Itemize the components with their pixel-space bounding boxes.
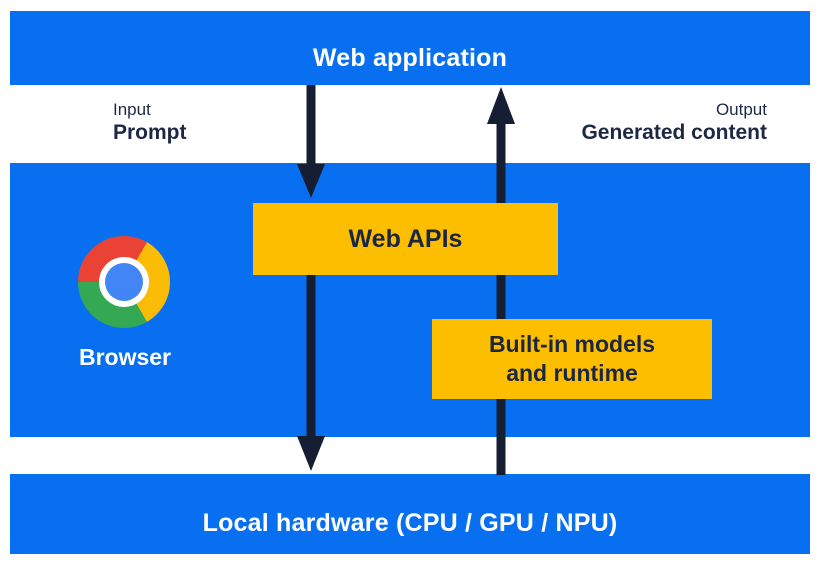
output-flow-arrow bbox=[487, 87, 515, 475]
local-hardware-bar: Local hardware (CPU / GPU / NPU) bbox=[10, 474, 810, 554]
builtin-models-label-line1: Built-in models bbox=[488, 331, 656, 357]
web-application-bar: Web application bbox=[10, 11, 810, 85]
arrow-shaft bbox=[496, 122, 506, 475]
web-application-label: Web application bbox=[312, 44, 508, 72]
output-value: Generated content bbox=[581, 121, 767, 144]
arrow-shaft bbox=[306, 275, 316, 439]
input-title: Input bbox=[113, 100, 151, 119]
web-apis-label: Web APIs bbox=[348, 224, 463, 253]
chrome-icon-hub bbox=[105, 263, 143, 301]
input-value: Prompt bbox=[113, 121, 187, 144]
chrome-browser-icon bbox=[78, 236, 170, 328]
local-hardware-label: Local hardware (CPU / GPU / NPU) bbox=[202, 509, 618, 537]
output-label-group: Output Generated content bbox=[581, 99, 767, 146]
builtin-models-label-line2: and runtime bbox=[506, 360, 638, 386]
up-arrow-head bbox=[487, 87, 515, 124]
down-arrow-head bbox=[297, 164, 325, 198]
output-title: Output bbox=[715, 100, 767, 119]
builtin-models-box: Built-in models and runtime bbox=[432, 319, 712, 399]
browser-label: Browser bbox=[78, 344, 172, 370]
input-flow-arrow-upper bbox=[297, 85, 325, 198]
input-flow-arrow-lower bbox=[297, 275, 325, 471]
input-label-group: Input Prompt bbox=[113, 99, 187, 146]
web-apis-box: Web APIs bbox=[253, 203, 558, 275]
arrow-shaft bbox=[306, 85, 316, 166]
down-arrow-head bbox=[297, 436, 325, 471]
